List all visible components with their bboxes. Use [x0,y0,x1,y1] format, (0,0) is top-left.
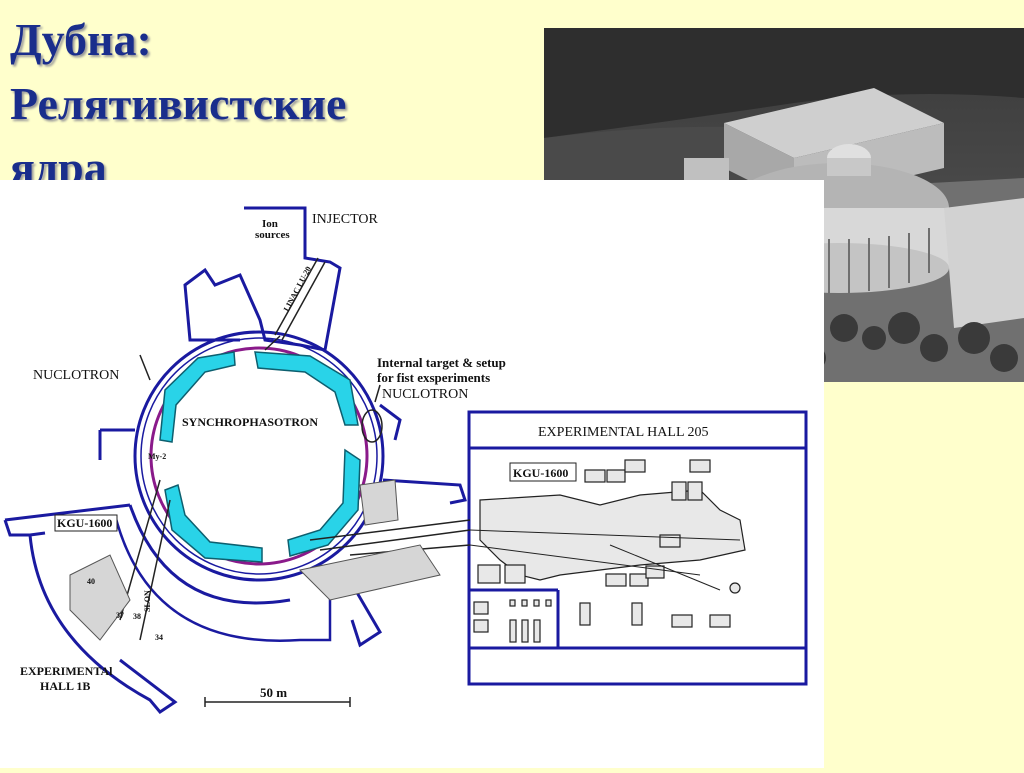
outer-ring [133,330,385,582]
injector-building [183,206,342,352]
label-exp-hall-1b-2: HALL 1B [40,679,90,693]
label-scale: 50 m [260,685,287,700]
label-slon: SLON [143,590,152,612]
title-line-2: Релятивистские [10,78,347,129]
label-exp-hall-205: EXPERIMENTAL HALL 205 [538,425,709,440]
label-synchrophasotron: SYNCHROPHASOTRON [182,415,318,429]
label-injector: INJECTOR [312,212,379,227]
label-nuclotron-right: NUCLOTRON [382,387,468,402]
experimental-hall-1b [3,428,178,714]
slide-title: Дубна: Релятивистские ядра [10,8,346,200]
label-n38: 38 [133,612,141,621]
accelerator-diagram: Ion sources INJECTOR LINAC LU-20 NUCLOTR… [0,180,824,768]
hall-205-box [467,410,808,686]
label-n34: 34 [155,633,163,642]
label-kgu-right: KGU-1600 [513,466,568,480]
accelerator-schematic: Ion sources INJECTOR LINAC LU-20 NUCLOTR… [3,206,808,714]
label-n37: 37 [116,611,124,620]
title-line-1: Дубна: [10,14,152,65]
label-n40: 40 [87,577,95,586]
label-ion-sources-2: sources [255,229,290,241]
synchrophasotron-magnets [159,351,361,563]
label-nuclotron: NUCLOTRON [33,368,119,383]
nuclotron-ring [149,346,369,566]
label-kgu-left: KGU-1600 [57,516,112,530]
label-exp-hall-1b-1: EXPERIMENTAl [20,664,113,678]
label-internal-target-1: Internal target & setup [377,355,506,370]
label-internal-target-2: for fist exsperiments [377,370,490,385]
label-linac: LINAC LU-20 [282,265,313,313]
label-my: My-2 [148,452,166,461]
label-ion-sources-1: Ion [262,218,278,230]
